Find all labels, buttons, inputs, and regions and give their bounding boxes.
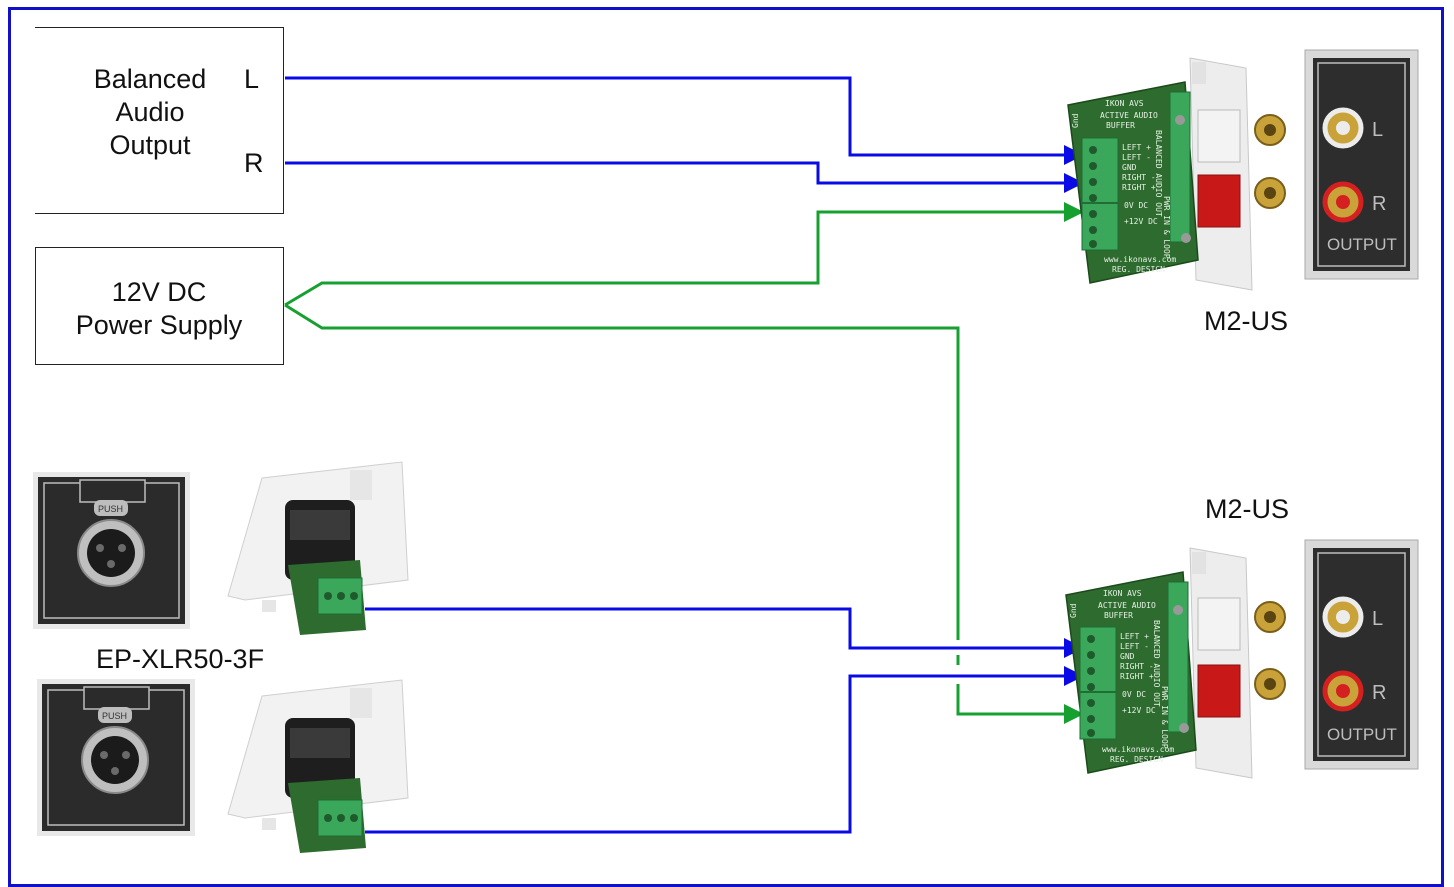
xlr-faceplate-front-2: PUSH [37,679,195,836]
module-bottom-brand: IKON AVS [1103,589,1142,598]
source-title: Balanced Audio Output [60,63,240,162]
module-bottom-subtitle-1: ACTIVE AUDIO [1098,601,1156,610]
source-title-line-2: Audio [115,97,185,127]
module-top-pin-4: RIGHT - [1122,173,1156,182]
arrow-power-bottom [1064,704,1084,724]
source-title-line-3: Output [109,130,191,160]
wire-xlr1 [365,607,1068,650]
wire-power-top [284,210,1068,307]
output-top-caption: OUTPUT [1327,235,1397,254]
wire-power-bottom-a [284,303,960,640]
module-bottom-pin-7: +12V DC [1122,706,1156,715]
output-plate-top: L R OUTPUT [1304,49,1419,280]
output-top-left-label: L [1372,119,1383,141]
module-top-subtitle-1: ACTIVE AUDIO [1100,111,1158,120]
module-top-pin-3: GND [1122,163,1137,172]
xlr-rear-2 [227,679,409,853]
module-bottom-pin-6: 0V DC [1122,690,1146,699]
arrow-power-top [1064,202,1084,222]
module-bottom-side-1: BALANCED AUDIO OUT [1152,620,1161,707]
module-bottom-pin-1: LEFT + [1120,632,1149,641]
balanced-audio-output-box [35,27,284,214]
module-top-side-2: PWR IN & LOOP [1162,196,1171,259]
power-title-line-1: 12V DC [111,277,207,307]
xlr-label: EP-XLR50-3F [96,644,265,674]
module-bottom-pin-4: RIGHT - [1120,662,1154,671]
xlr-faceplate-front-1: PUSH [33,472,190,629]
module-top-footer-2: REG. DESIGN [1112,265,1165,274]
output-bottom-caption: OUTPUT [1327,725,1397,744]
module-bottom-pin-2: LEFT - [1120,642,1149,651]
arrow-xlr2 [1064,666,1084,686]
wire-right-channel [285,161,1068,185]
wire-power-bottom-c [956,684,1068,716]
module-top-pin-5: RIGHT + [1122,183,1156,192]
wire-xlr2 [365,674,1068,834]
power-title-line-2: Power Supply [75,310,243,340]
output-top-right-label: R [1372,193,1386,215]
xlr-rear-1 [227,461,409,635]
xlr1-push-text: PUSH [98,504,123,514]
module-bottom-footer-2: REG. DESIGN [1110,755,1163,764]
output-bottom-left-label: L [1372,608,1383,630]
left-channel-label: L [244,64,260,94]
module-top-gnd: Gnd [1071,113,1080,128]
module-top-pin-6: 0V DC [1124,201,1148,210]
module-bottom-side-2: PWR IN & LOOP [1160,686,1169,749]
module-top-pin-1: LEFT + [1122,143,1151,152]
module-bottom-pin-3: GND [1120,652,1135,661]
output-plate-bottom: L R OUTPUT [1304,539,1419,770]
output-bottom-right-label: R [1372,682,1386,704]
power-supply-box [35,247,284,365]
module-bottom-gnd: Gnd [1069,603,1078,618]
module-top-footer-1: www.ikonavs.com [1104,255,1176,264]
module-label-top: M2-US [1204,306,1289,336]
module-top-brand: IKON AVS [1105,99,1144,108]
xlr2-push-text: PUSH [102,711,127,721]
module-bottom-pin-5: RIGHT + [1120,672,1154,681]
module-bottom-footer-1: www.ikonavs.com [1102,745,1174,754]
module-bottom: IKON AVS ACTIVE AUDIO BUFFER LEFT + LEFT… [1065,547,1286,779]
source-title-line-1: Balanced [93,64,207,94]
arrow-right-channel [1064,173,1084,193]
module-bottom-subtitle-2: BUFFER [1104,611,1133,620]
power-supply-title: 12V DC Power Supply [48,276,270,342]
module-top: IKON AVS ACTIVE AUDIO BUFFER LEFT + LEFT… [1067,57,1286,291]
right-channel-label: R [244,148,264,178]
module-label-bottom: M2-US [1205,494,1290,524]
module-top-pin-7: +12V DC [1124,217,1158,226]
wire-left-channel [285,76,1068,157]
module-top-side-1: BALANCED AUDIO OUT [1154,130,1163,217]
module-top-pin-2: LEFT - [1122,153,1151,162]
module-top-subtitle-2: BUFFER [1106,121,1135,130]
